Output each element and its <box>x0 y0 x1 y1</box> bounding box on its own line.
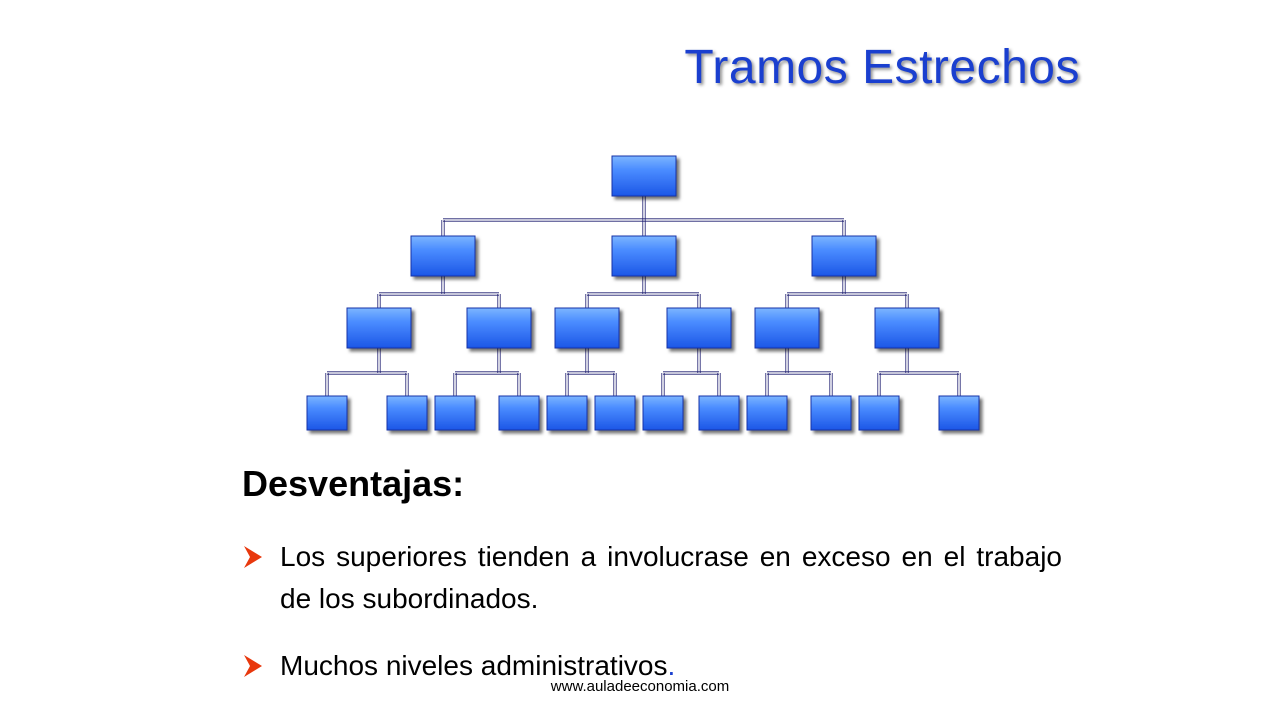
org-box-level0-1 <box>611 155 677 197</box>
org-box-level3-11 <box>858 395 900 431</box>
org-chart-diagram <box>306 155 980 431</box>
org-box-level3-8 <box>698 395 740 431</box>
org-boxes <box>306 155 980 431</box>
org-box-level3-1 <box>306 395 348 431</box>
org-box-level1-2 <box>611 235 677 277</box>
footer-url: www.auladeeconomia.com <box>550 678 730 695</box>
org-box-level2-1 <box>346 307 412 349</box>
connector-lines <box>325 196 961 396</box>
org-box-level3-3 <box>434 395 476 431</box>
org-box-level3-2 <box>386 395 428 431</box>
bullet-text-2-main: Muchos niveles administrativos <box>280 650 668 681</box>
org-box-level2-3 <box>554 307 620 349</box>
org-box-level3-12 <box>938 395 980 431</box>
org-box-level3-5 <box>546 395 588 431</box>
bullet-text-2: Muchos niveles administrativos. <box>280 645 675 687</box>
org-box-level2-2 <box>466 307 532 349</box>
org-box-level3-6 <box>594 395 636 431</box>
org-box-level1-1 <box>410 235 476 277</box>
org-box-level3-9 <box>746 395 788 431</box>
org-box-level3-10 <box>810 395 852 431</box>
org-box-level2-4 <box>666 307 732 349</box>
bullet-text-1: Los superiores tienden a involucrase en … <box>280 541 1062 614</box>
slide-title: Tramos Estrechos <box>684 41 1080 94</box>
org-box-level2-5 <box>754 307 820 349</box>
org-box-level2-6 <box>874 307 940 349</box>
disadvantages-heading: Desventajas: <box>242 463 465 504</box>
bullet-text-2-period: . <box>667 650 676 681</box>
org-box-level3-7 <box>642 395 684 431</box>
arrow-bullet-icon <box>244 546 262 568</box>
arrow-bullet-icon <box>244 655 262 677</box>
org-box-level3-4 <box>498 395 540 431</box>
org-box-level1-3 <box>811 235 877 277</box>
